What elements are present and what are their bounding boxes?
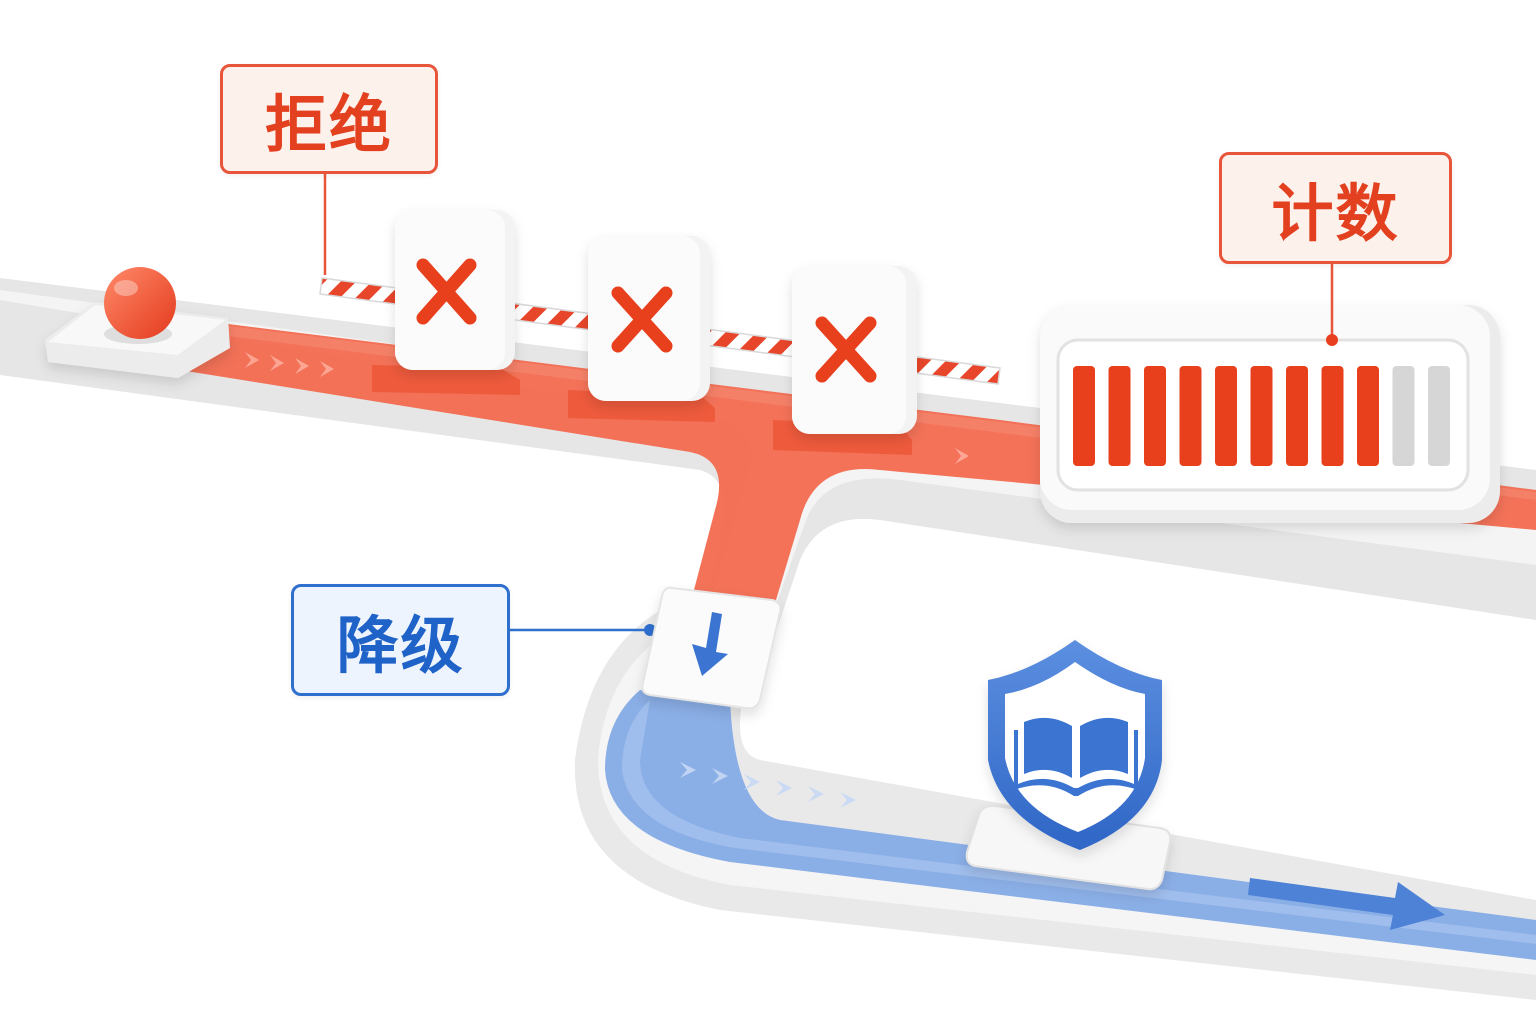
counter-bar-filled bbox=[1357, 366, 1379, 466]
arrow-down-icon bbox=[692, 612, 728, 676]
gate-1 bbox=[395, 210, 515, 370]
counter-bars bbox=[1073, 366, 1450, 466]
gate-2 bbox=[588, 236, 710, 401]
x-mark-icon bbox=[416, 258, 477, 325]
ball-icon bbox=[104, 267, 176, 344]
count-label: 计数 bbox=[1219, 152, 1452, 264]
degrade-switch bbox=[641, 586, 782, 710]
counter-bar-filled bbox=[1108, 366, 1131, 466]
arrow-right-icon bbox=[1248, 878, 1445, 930]
counter-bar-filled bbox=[1250, 366, 1273, 466]
counter-bar-filled bbox=[1286, 366, 1308, 466]
counter-bar-empty bbox=[1428, 366, 1450, 466]
degrade-label: 降级 bbox=[291, 584, 510, 696]
x-mark-icon bbox=[815, 316, 877, 383]
x-mark-icon bbox=[611, 286, 673, 353]
reject-label: 拒绝 bbox=[220, 64, 438, 174]
counter-bar-filled bbox=[1144, 366, 1166, 466]
counter-bar-filled bbox=[1321, 366, 1344, 466]
counter-bar-filled bbox=[1073, 366, 1095, 466]
counter-bar-empty bbox=[1392, 366, 1415, 466]
shield-book-icon bbox=[988, 640, 1162, 850]
gate-3 bbox=[792, 266, 917, 434]
counter-bar-filled bbox=[1215, 366, 1237, 466]
connectors bbox=[323, 172, 1338, 636]
counter-bar-filled bbox=[1179, 366, 1202, 466]
counter-display bbox=[1040, 305, 1500, 523]
